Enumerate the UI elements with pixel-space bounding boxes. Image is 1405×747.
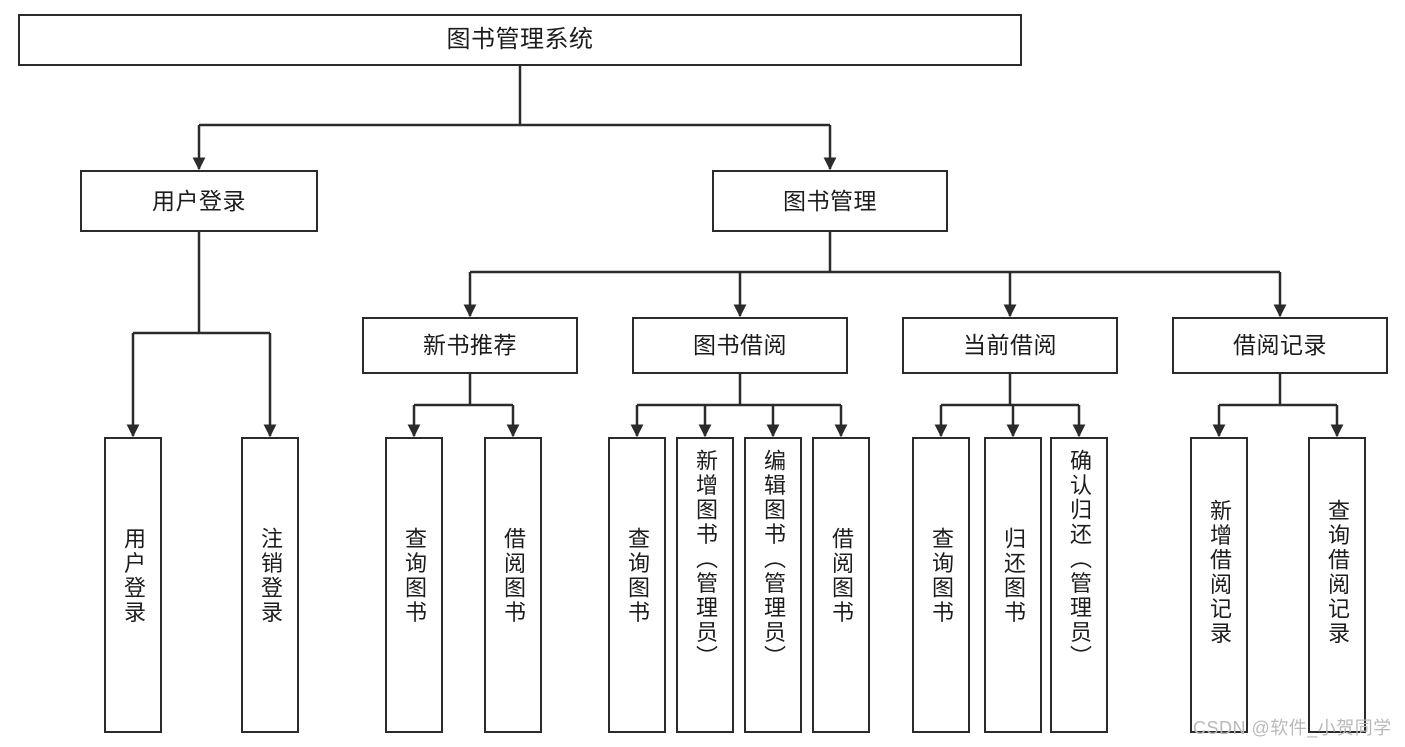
watermark-text: CSDN @软件_小贺同学 (1193, 718, 1392, 738)
node-l-q3: 查询图书 (912, 437, 970, 733)
node-label: 查询图书 (625, 527, 650, 625)
node-label: 查询借阅记录 (1325, 499, 1350, 646)
node-newbook: 新书推荐 (362, 317, 578, 374)
node-l-b1: 借阅图书 (484, 437, 542, 733)
node-current: 当前借阅 (902, 317, 1118, 374)
node-borrow: 图书借阅 (632, 317, 848, 374)
node-label: 确认归还（管理员） (1067, 449, 1092, 670)
node-label: 当前借阅 (963, 332, 1057, 359)
node-label: 编辑图书（管理员） (761, 449, 786, 670)
node-root: 图书管理系统 (18, 14, 1022, 66)
node-l-b2: 借阅图书 (812, 437, 870, 733)
node-label: 图书管理系统 (446, 26, 594, 54)
node-l-logout: 注销登录 (241, 437, 299, 733)
node-label: 图书借阅 (693, 332, 787, 359)
node-l-add: 新增图书（管理员） (676, 437, 734, 733)
node-label: 用户登录 (121, 527, 146, 625)
node-l-q2: 查询图书 (608, 437, 666, 733)
node-label: 借阅记录 (1233, 332, 1327, 359)
node-login: 用户登录 (80, 170, 318, 232)
node-label: 新书推荐 (423, 332, 517, 359)
node-l-ret: 归还图书 (984, 437, 1042, 733)
node-label: 注销登录 (258, 527, 283, 625)
node-label: 借阅图书 (829, 527, 854, 625)
node-l-addrec: 新增借阅记录 (1190, 437, 1248, 733)
node-label: 查询图书 (929, 527, 954, 625)
node-l-login: 用户登录 (104, 437, 162, 733)
node-bookmgmt: 图书管理 (712, 170, 948, 232)
node-label: 新增图书（管理员） (693, 449, 718, 670)
node-l-qrec: 查询借阅记录 (1308, 437, 1366, 733)
node-label: 归还图书 (1001, 527, 1026, 625)
node-l-edit: 编辑图书（管理员） (744, 437, 802, 733)
node-label: 查询图书 (402, 527, 427, 625)
node-label: 新增借阅记录 (1207, 499, 1232, 646)
node-l-conf: 确认归还（管理员） (1050, 437, 1108, 733)
node-l-q1: 查询图书 (385, 437, 443, 733)
node-label: 用户登录 (152, 187, 246, 214)
node-label: 借阅图书 (501, 527, 526, 625)
node-label: 图书管理 (783, 187, 877, 214)
node-records: 借阅记录 (1172, 317, 1388, 374)
